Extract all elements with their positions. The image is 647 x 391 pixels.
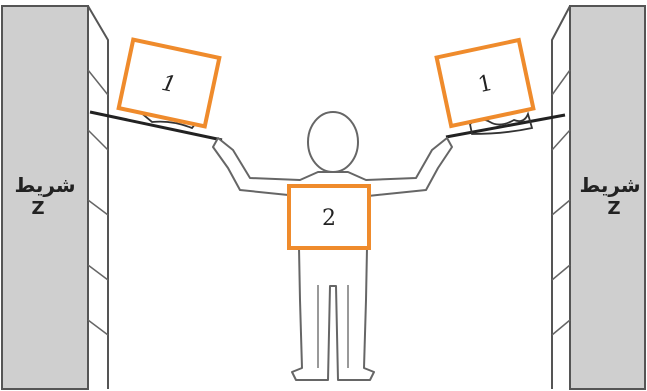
label-box-body: 2 bbox=[289, 186, 369, 248]
left-strip bbox=[2, 6, 108, 389]
person-head bbox=[308, 112, 358, 172]
right-strip-label: شريط bbox=[579, 173, 640, 197]
label-box-left-hand: 1 bbox=[119, 40, 220, 127]
left-strip-label: شريط bbox=[14, 173, 75, 197]
person-body bbox=[213, 138, 452, 380]
label-body-text: 2 bbox=[322, 206, 336, 231]
left-strip-sub: Z bbox=[31, 198, 44, 219]
right-strip bbox=[552, 6, 645, 389]
label-box-right-hand: 1 bbox=[437, 40, 534, 126]
right-strip-sub: Z bbox=[607, 198, 620, 219]
